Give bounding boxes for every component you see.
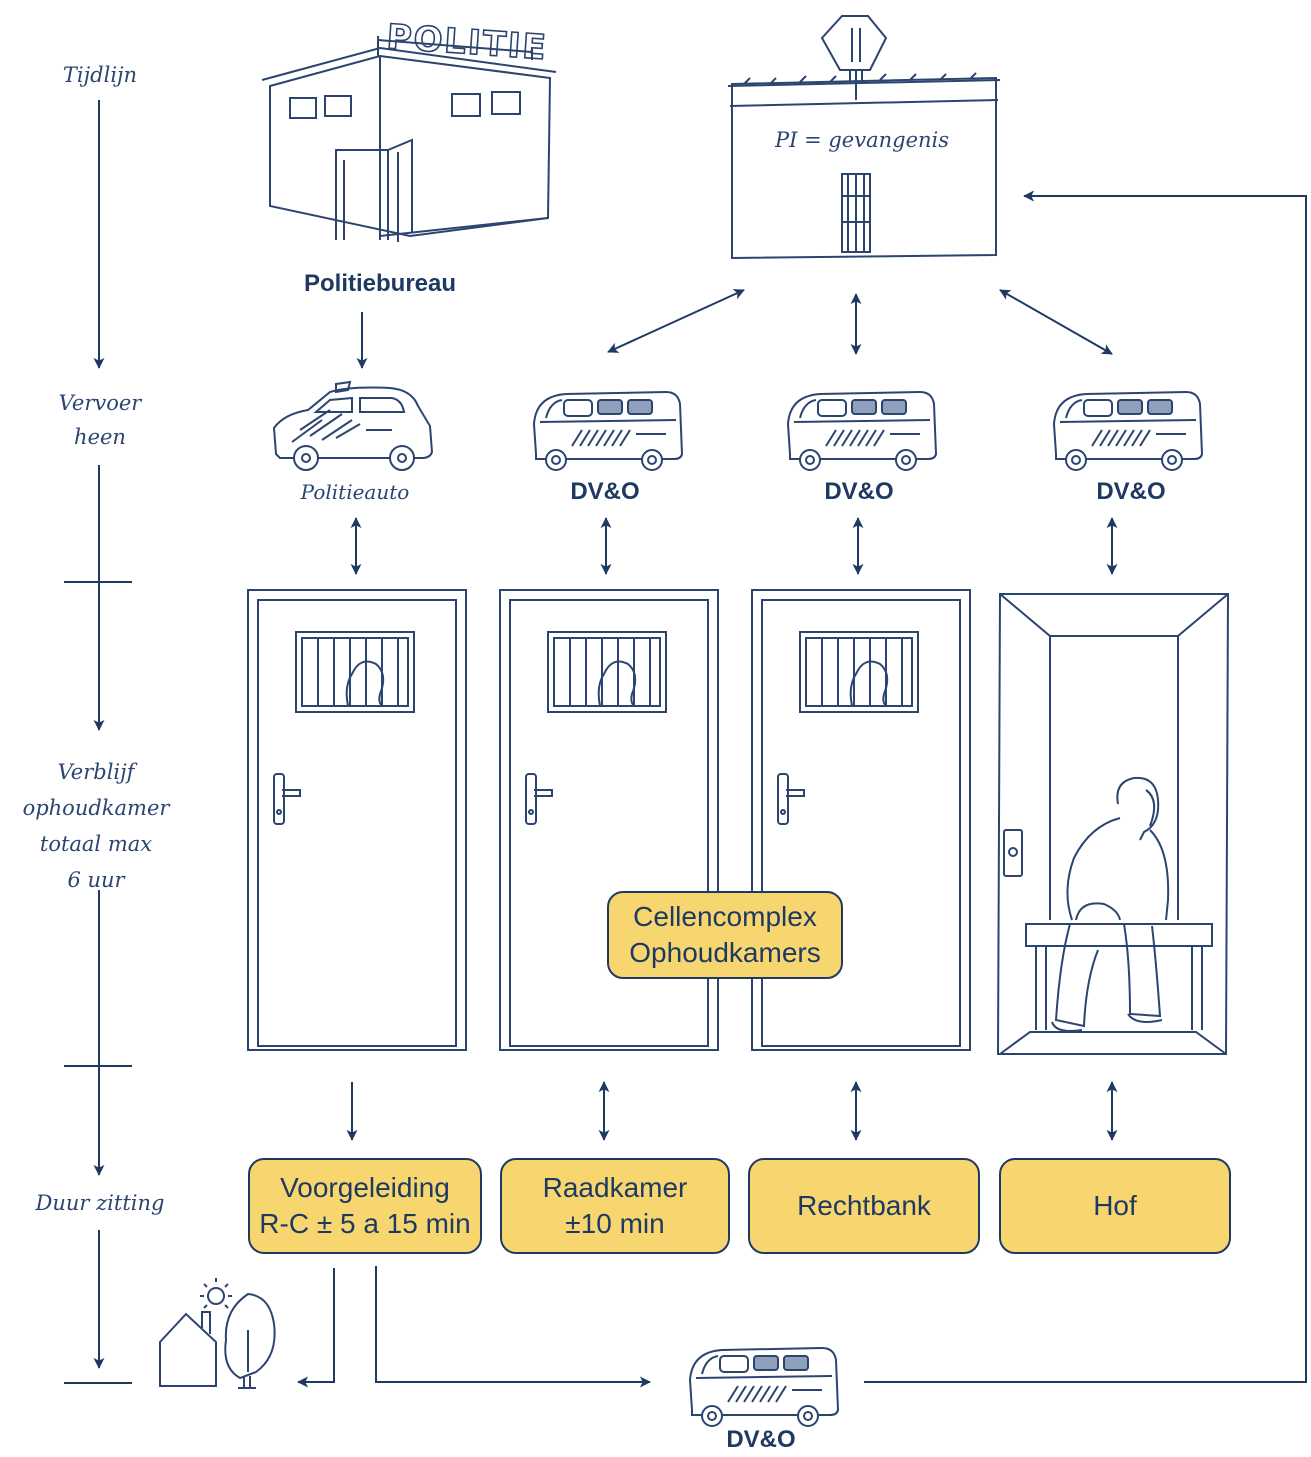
session-rechtbank-label: Rechtbank (797, 1190, 931, 1221)
prison-label: PI = gevangenis (774, 128, 949, 152)
van-label-3: DV&O (1096, 478, 1166, 505)
timeline-stage-stay-line-2: ophoudkamer (22, 796, 170, 820)
session-voorgeleiding-line-2: R-C ± 5 a 15 min (259, 1208, 471, 1239)
session-voorgeleiding-line-1: Voorgeleiding (280, 1172, 450, 1203)
cell-door-3 (751, 589, 971, 1051)
timeline-stage-session: Duur zitting (20, 1186, 180, 1220)
van-label-2: DV&O (824, 478, 894, 505)
session-raadkamer-line-2: ±10 min (565, 1208, 665, 1239)
timeline-stage-transport-line-2: heen (74, 425, 126, 449)
van-label-bottom: DV&O (726, 1426, 796, 1453)
waiting-room (996, 593, 1230, 1055)
session-box-voorgeleiding: Voorgeleiding R-C ± 5 a 15 min (248, 1158, 482, 1254)
session-box-rechtbank: Rechtbank (748, 1158, 980, 1254)
timeline-stage-stay-line-4: 6 uur (67, 868, 125, 892)
cell-door-1 (247, 589, 467, 1051)
police-car (272, 380, 434, 471)
timeline-axis (64, 100, 132, 1384)
flow-arrows (297, 190, 1307, 1388)
van-3 (1053, 391, 1203, 471)
timeline-stage-transport-line-1: Vervoer (58, 391, 142, 415)
session-box-hof: Hof (999, 1158, 1231, 1254)
timeline-stage-session-line-1: Duur zitting (35, 1191, 165, 1215)
timeline-title: Tijdlijn (62, 63, 138, 87)
van-label-1: DV&O (570, 478, 640, 505)
timeline-stage-stay-line-1: Verblijf (57, 760, 135, 784)
van-2 (787, 391, 937, 471)
cell-door-2 (499, 589, 719, 1051)
session-raadkamer-line-1: Raadkamer (542, 1172, 688, 1203)
session-box-raadkamer: Raadkamer ±10 min (500, 1158, 730, 1254)
session-hof-label: Hof (1093, 1190, 1137, 1221)
cell-complex-label-line-1: Cellencomplex (633, 901, 817, 932)
timeline-stage-transport: Vervoer heen (20, 386, 180, 454)
house-tree-sun (159, 1278, 276, 1389)
cell-complex-label-line-2: Ophoudkamers (629, 937, 821, 968)
police-station-label: Politiebureau (303, 270, 457, 297)
prison-building (727, 15, 1001, 260)
van-1 (533, 391, 683, 471)
police-car-label: Politieauto (300, 480, 410, 504)
timeline-stage-stay-line-3: totaal max (39, 832, 153, 856)
timeline-stage-stay: Verblijf ophoudkamer totaal max 6 uur (6, 754, 186, 898)
cell-complex-label: Cellencomplex Ophoudkamers (607, 891, 843, 979)
police-station-building (261, 36, 557, 242)
van-bottom (689, 1347, 839, 1427)
